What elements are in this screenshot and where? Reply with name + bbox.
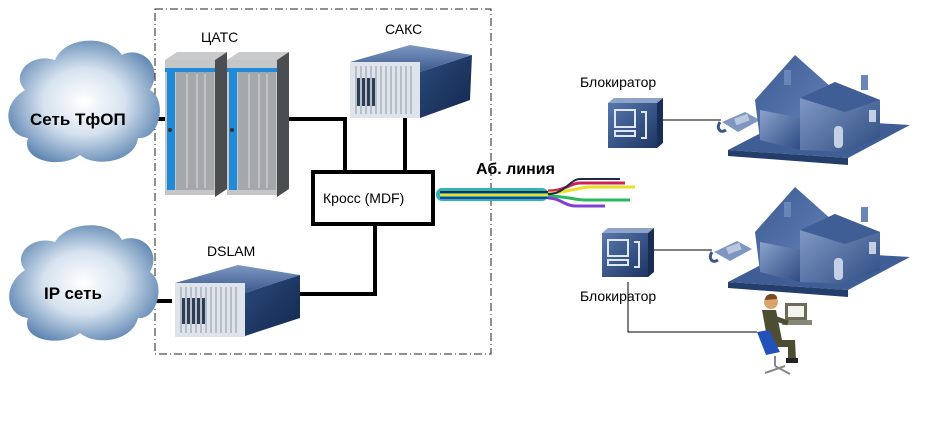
saks-label: САКС [385, 21, 422, 37]
blocker-1-label: Блокиратор [580, 74, 656, 90]
cloud-icon [8, 40, 160, 163]
rack-icon [165, 52, 227, 197]
phone-icon [708, 241, 752, 263]
cross-box [311, 170, 435, 226]
cable-bundle [436, 178, 635, 208]
blocker-device-icon [602, 228, 654, 277]
phone-icon [716, 112, 760, 133]
cable-wire [547, 194, 630, 202]
cats-label: ЦАТС [201, 29, 238, 45]
ip-cloud: IP сеть [9, 225, 159, 341]
dslam-device: DSLAM [175, 243, 300, 337]
pstn-cloud-label: Сеть ТфОП [30, 110, 126, 129]
subscriber-2: Блокиратор [580, 187, 910, 375]
central-office-boundary [154, 8, 492, 355]
computer-user-icon [757, 293, 812, 375]
cloud-icon [9, 225, 159, 341]
cross-to-dslam-line [300, 226, 377, 296]
cable-wire [547, 196, 605, 208]
house-icon [728, 55, 910, 165]
subscriber-1: Блокиратор [580, 55, 910, 165]
subscriber-line: Аб. линия [436, 161, 635, 208]
ip-cloud-label: IP сеть [44, 284, 102, 303]
pstn-cloud: Сеть ТфОП [8, 40, 160, 163]
cats-exchange: ЦАТС [165, 29, 289, 197]
house-icon [728, 187, 910, 297]
dslam-label: DSLAM [207, 243, 255, 259]
blocker-2-to-computer-line [627, 282, 757, 333]
cable-wire [547, 178, 620, 195]
cross-mdf: Кросс (MDF) [311, 170, 435, 226]
saks-device: САКС [350, 21, 472, 118]
subscriber-line-label: Аб. линия [476, 161, 555, 178]
rack-icon [227, 52, 289, 197]
chassis-icon [175, 265, 300, 337]
trunk-lines [148, 112, 407, 303]
cross-label: Кросс (MDF) [323, 190, 404, 206]
cats-to-cross-line [287, 117, 347, 172]
blocker-device-icon [608, 98, 663, 148]
chassis-icon [350, 45, 472, 118]
blocker-2-label: Блокиратор [580, 288, 656, 304]
